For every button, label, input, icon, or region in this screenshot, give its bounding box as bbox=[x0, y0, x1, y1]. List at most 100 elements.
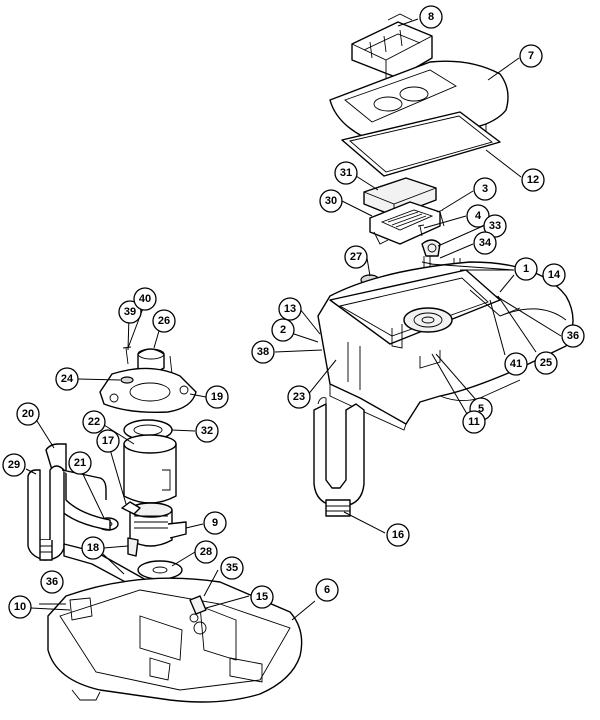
callout-38: 38 bbox=[251, 340, 275, 364]
svg-text:4: 4 bbox=[475, 210, 482, 222]
callout-1: 1 bbox=[514, 257, 538, 281]
callout-32: 32 bbox=[195, 419, 219, 443]
svg-text:22: 22 bbox=[88, 416, 100, 428]
svg-text:1: 1 bbox=[523, 263, 529, 275]
svg-text:18: 18 bbox=[87, 542, 99, 554]
svg-text:16: 16 bbox=[392, 529, 404, 541]
base-fitting bbox=[189, 595, 207, 615]
callout-7: 7 bbox=[519, 44, 543, 68]
svg-text:9: 9 bbox=[212, 517, 218, 529]
callout-27: 27 bbox=[344, 245, 368, 269]
svg-text:36: 36 bbox=[567, 330, 579, 342]
svg-text:23: 23 bbox=[293, 391, 305, 403]
svg-text:41: 41 bbox=[510, 358, 522, 370]
lid-gasket bbox=[341, 111, 501, 177]
svg-text:7: 7 bbox=[528, 50, 534, 62]
callout-3: 3 bbox=[473, 177, 497, 201]
pump-fitting bbox=[121, 501, 141, 515]
svg-text:33: 33 bbox=[489, 220, 501, 232]
callout-25: 25 bbox=[534, 351, 558, 375]
recovery-tank-body bbox=[317, 261, 574, 431]
drain-hose-assembly bbox=[313, 397, 365, 517]
svg-text:31: 31 bbox=[340, 167, 352, 179]
svg-text:28: 28 bbox=[200, 546, 212, 558]
svg-text:13: 13 bbox=[284, 303, 296, 315]
callout-36-upper: 36 bbox=[561, 324, 585, 348]
svg-text:19: 19 bbox=[211, 391, 223, 403]
svg-text:17: 17 bbox=[102, 435, 114, 447]
svg-text:30: 30 bbox=[325, 195, 337, 207]
hose-tubes bbox=[27, 443, 111, 561]
svg-text:25: 25 bbox=[540, 357, 552, 369]
callout-39: 39 bbox=[118, 300, 142, 324]
svg-text:38: 38 bbox=[257, 346, 269, 358]
callout-12: 12 bbox=[521, 168, 545, 192]
filter-tray bbox=[369, 201, 441, 245]
callout-24: 24 bbox=[55, 367, 79, 391]
callout-18: 18 bbox=[81, 536, 105, 560]
screw-parts bbox=[417, 209, 445, 237]
svg-text:5: 5 bbox=[478, 403, 484, 415]
svg-text:15: 15 bbox=[256, 591, 268, 603]
motor-screws bbox=[122, 346, 173, 375]
svg-text:34: 34 bbox=[479, 237, 492, 249]
valve-fitting bbox=[421, 239, 441, 257]
callout-22: 22 bbox=[82, 410, 106, 434]
svg-text:3: 3 bbox=[482, 183, 488, 195]
callout-31: 31 bbox=[334, 161, 358, 185]
callout-10: 10 bbox=[8, 595, 32, 619]
callout-13: 13 bbox=[278, 297, 302, 321]
callout-33: 33 bbox=[483, 214, 507, 238]
callout-9: 9 bbox=[203, 511, 227, 535]
nozzle-fitting bbox=[127, 537, 139, 557]
callout-30: 30 bbox=[319, 189, 343, 213]
callout-19: 19 bbox=[205, 385, 229, 409]
washer bbox=[120, 376, 134, 384]
motor-cover-plate bbox=[99, 367, 197, 413]
callout-34: 34 bbox=[473, 231, 497, 255]
motor-housing bbox=[123, 434, 177, 504]
callout-28: 28 bbox=[194, 540, 218, 564]
callout-35: 35 bbox=[220, 556, 244, 580]
svg-text:24: 24 bbox=[61, 373, 74, 385]
callout-4: 4 bbox=[466, 204, 490, 228]
callout-15: 15 bbox=[250, 585, 274, 609]
svg-text:2: 2 bbox=[280, 324, 286, 336]
tool-caddy bbox=[351, 13, 433, 79]
svg-text:20: 20 bbox=[22, 408, 34, 420]
pump bbox=[129, 502, 187, 547]
leader-lines bbox=[25, 18, 562, 621]
callout-41: 41 bbox=[504, 352, 528, 376]
callout-8: 8 bbox=[419, 5, 443, 29]
svg-text:35: 35 bbox=[226, 562, 238, 574]
callout-21: 21 bbox=[68, 451, 92, 475]
svg-text:12: 12 bbox=[527, 174, 539, 186]
callout-36-lower: 36 bbox=[40, 570, 64, 594]
callout-2: 2 bbox=[271, 318, 295, 342]
svg-text:8: 8 bbox=[428, 11, 434, 23]
base-tray bbox=[47, 577, 303, 703]
callout-11: 11 bbox=[462, 410, 486, 434]
svg-text:10: 10 bbox=[14, 601, 26, 613]
callout-14: 14 bbox=[542, 263, 566, 287]
callout-16: 16 bbox=[386, 523, 410, 547]
callout-26: 26 bbox=[152, 309, 176, 333]
svg-text:40: 40 bbox=[139, 293, 151, 305]
svg-text:27: 27 bbox=[350, 251, 362, 263]
callout-40: 40 bbox=[133, 287, 157, 311]
callout-6: 6 bbox=[315, 578, 339, 602]
svg-text:11: 11 bbox=[468, 416, 480, 428]
callout-17: 17 bbox=[96, 429, 120, 453]
svg-text:26: 26 bbox=[158, 315, 170, 327]
bearing-disk bbox=[137, 560, 183, 580]
callout-23: 23 bbox=[287, 385, 311, 409]
svg-text:32: 32 bbox=[201, 425, 213, 437]
svg-text:29: 29 bbox=[8, 459, 20, 471]
svg-text:6: 6 bbox=[324, 584, 330, 596]
svg-text:36: 36 bbox=[46, 576, 58, 588]
svg-text:39: 39 bbox=[124, 306, 136, 318]
callout-29: 29 bbox=[2, 453, 26, 477]
svg-text:21: 21 bbox=[74, 457, 86, 469]
callout-20: 20 bbox=[16, 402, 40, 426]
